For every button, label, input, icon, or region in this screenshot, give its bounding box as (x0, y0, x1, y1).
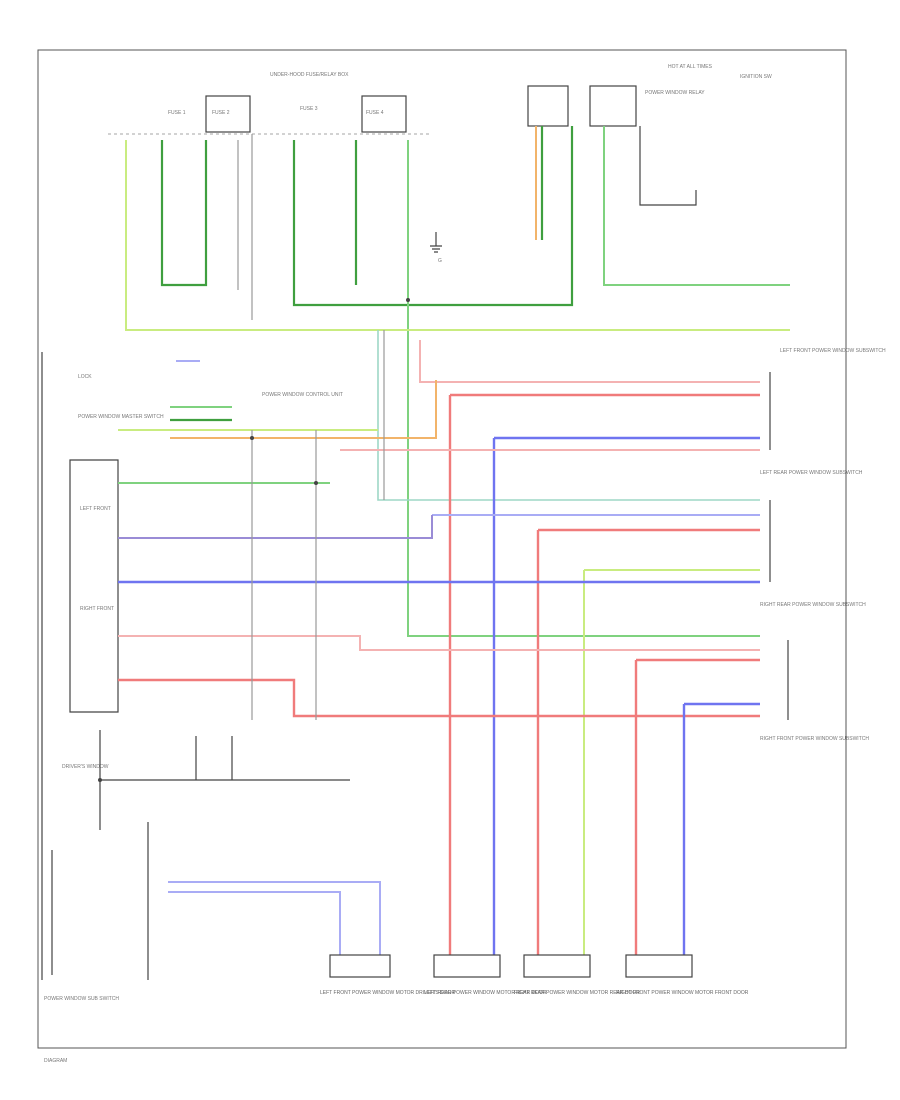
junction-dot (314, 481, 318, 485)
ground-symbol (430, 232, 442, 253)
wire-switch-row6 (118, 515, 433, 539)
wire-relay-out (603, 126, 790, 286)
bottom-left-label: POWER WINDOW SUB SWITCH (44, 996, 119, 1002)
wire-bottom-blue (168, 881, 381, 955)
junction-dot (250, 436, 254, 440)
junction-dot (98, 778, 102, 782)
fuse-3-label: FUSE 3 (300, 106, 318, 112)
fuse-4-label: FUSE 4 (366, 110, 384, 116)
ground-label: G (438, 258, 442, 264)
power-relay-label: POWER WINDOW RELAY (645, 90, 705, 96)
relay-box (527, 85, 569, 127)
motor-left-rear (433, 954, 501, 978)
wire-blue-rl (492, 436, 760, 955)
motor-right-rear (523, 954, 591, 978)
bottom-switch-outline (51, 822, 149, 980)
wire-orange-h (330, 380, 437, 439)
master-switch-outline (69, 459, 119, 713)
junction-dot (406, 298, 410, 302)
relay-box-2 (589, 85, 637, 127)
right-front-sub-label: RIGHT FRONT POWER WINDOW SUBSWITCH (760, 736, 869, 742)
wire-fuse1-dgreen (160, 140, 208, 287)
wire-driver-window (99, 730, 350, 830)
left-front-switch-label: LEFT FRONT (80, 506, 111, 512)
right-front-switch-label: RIGHT FRONT (80, 606, 114, 612)
wire-switch-row9 (118, 678, 760, 718)
wire-red-rf-vert (634, 658, 760, 955)
wire-fuse1-lime (125, 140, 370, 331)
fuse-1-label: FUSE 1 (168, 110, 186, 116)
pw-control-label: POWER WINDOW CONTROL UNIT (262, 392, 343, 398)
fuse-box-2 (361, 95, 407, 133)
wire-lime-rr (583, 569, 760, 955)
right-front-motor-label: RIGHT FRONT POWER WINDOW MOTOR FRONT DOO… (616, 990, 749, 996)
driver-window-label: DRIVER'S WINDOW (62, 764, 109, 770)
diagram-frame (37, 49, 847, 1049)
left-rear-sub-label: LEFT REAR POWER WINDOW SUBSWITCH (760, 470, 863, 476)
wire-lower-mid (195, 736, 233, 780)
fuse-box-label: UNDER-HOOD FUSE/RELAY BOX (270, 72, 349, 78)
lock-label: LOCK (78, 374, 92, 380)
left-front-motor-label: LEFT FRONT POWER WINDOW MOTOR DRIVER'S D… (320, 990, 456, 996)
wire-red-rr (536, 528, 760, 955)
hot-all-label: HOT AT ALL TIMES (668, 64, 713, 70)
wire-blue-rf (682, 702, 760, 955)
fuse-2-label: FUSE 2 (212, 110, 230, 116)
motor-right-front (625, 954, 693, 978)
wire-switch-row8 (118, 635, 760, 651)
fuse-box-1 (205, 95, 251, 133)
right-rear-sub-label: RIGHT REAR POWER WINDOW SUBSWITCH (760, 602, 866, 608)
master-switch-label: POWER WINDOW MASTER SWITCH (78, 414, 164, 420)
footer-code: DIAGRAM (44, 1058, 67, 1064)
right-rear-motor-label: RIGHT REAR POWER WINDOW MOTOR REAR DOOR (514, 990, 640, 996)
motor-left-front (329, 954, 391, 978)
left-rear-motor-label: LEFT REAR POWER WINDOW MOTOR REAR DOOR (424, 990, 547, 996)
wire-fuse4-green (407, 140, 760, 637)
left-front-sub-label: LEFT FRONT POWER WINDOW SUBSWITCH (780, 348, 886, 354)
wire-pink-h (419, 340, 760, 383)
ignition-label: IGNITION SW (740, 74, 772, 80)
wire-relay-black (639, 126, 697, 206)
wire-red-rl (448, 393, 760, 955)
wire-teal-h (377, 330, 760, 501)
wire-fuse3-dgreen (292, 126, 574, 307)
